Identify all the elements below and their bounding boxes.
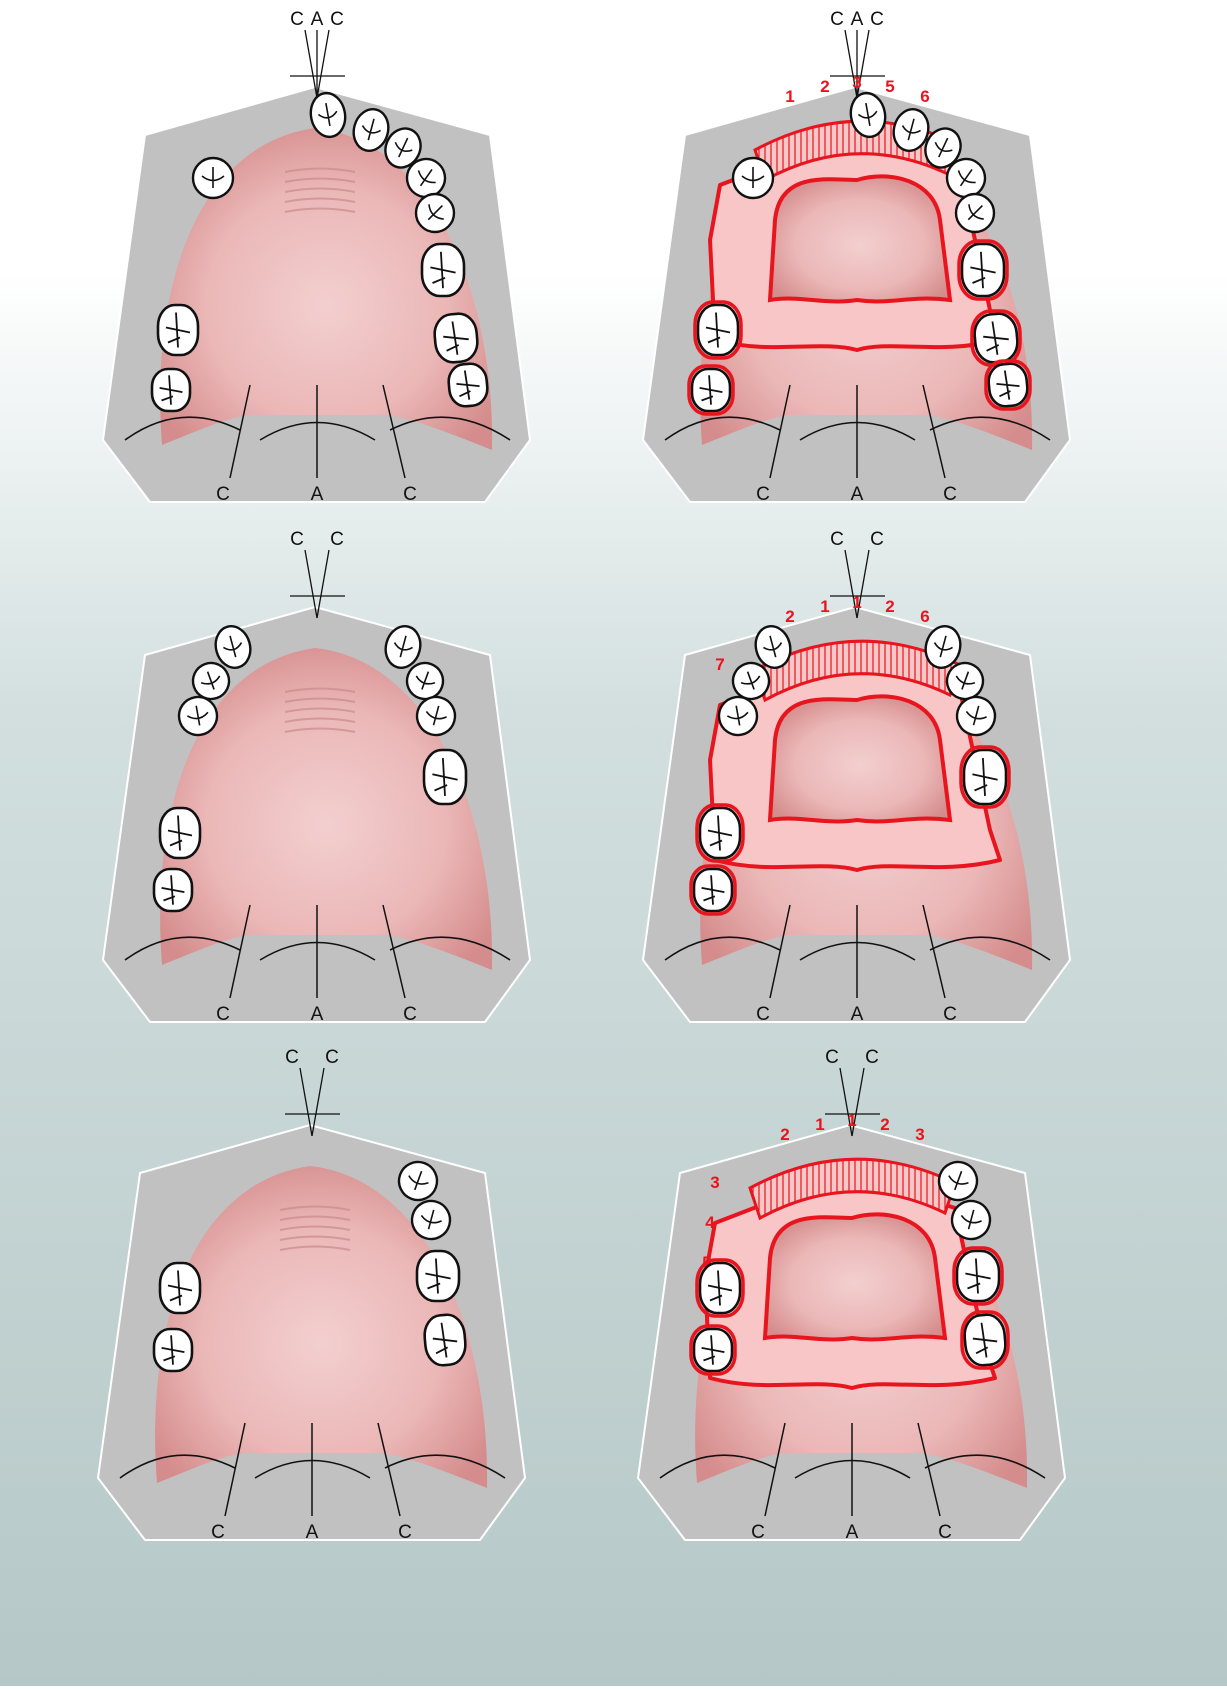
molar [423,1313,467,1366]
molar [700,1263,740,1313]
label-a: A [851,484,864,505]
molar [963,1313,1007,1366]
label-c: C [870,9,884,30]
label-a: A [311,1004,324,1025]
pontic-number: 2 [885,597,894,616]
label-c: C [938,1522,952,1543]
label-c: C [756,484,770,505]
label-c: C [285,1047,299,1068]
molar [987,362,1029,407]
molar [447,362,489,407]
label-c: C [830,529,844,550]
label-a: A [311,484,324,505]
molar [158,305,198,355]
pontic-number: 2 [785,607,794,626]
molar [422,244,464,296]
tooth [193,158,233,198]
label-c: C [325,1047,339,1068]
label-c: C [825,1047,839,1068]
label-c: C [216,1004,230,1025]
molar [692,369,730,411]
label-c: C [865,1047,879,1068]
pontic-number: 3 [710,1173,719,1192]
molar [424,750,466,804]
molar [957,1251,999,1301]
molar [160,1263,200,1313]
label-a: A [846,1522,859,1543]
label-c: C [830,9,844,30]
molar [160,808,200,858]
palatal-opening [765,1214,945,1339]
pontic-number: 2 [880,1115,889,1134]
label-c: C [756,1004,770,1025]
molar [964,750,1006,804]
molar [694,869,732,911]
label-c: C [211,1522,225,1543]
label-a: A [851,1004,864,1025]
label-c: C [398,1522,412,1543]
palatal-opening [770,176,950,301]
pontic-number: 6 [920,607,929,626]
tooth [733,158,773,198]
pontic-number: 2 [780,1125,789,1144]
pontic-number: 1 [785,87,794,106]
molar [962,244,1004,296]
pontic-number: 1 [820,597,829,616]
pontic-number: 3 [915,1125,924,1144]
label-c: C [330,9,344,30]
label-a: A [306,1522,319,1543]
label-c: C [751,1522,765,1543]
molar [694,1329,732,1371]
label-c: C [216,484,230,505]
pontic-number: 6 [920,87,929,106]
label-a: A [311,9,324,30]
molar [154,1329,192,1371]
label-a: A [851,9,864,30]
pontic-number: 5 [885,77,894,96]
label-c: C [290,529,304,550]
pontic-number: 1 [847,1111,856,1130]
label-c: C [870,529,884,550]
palatal-opening [770,696,950,821]
label-c: C [290,9,304,30]
label-c: C [943,1004,957,1025]
pontic-number: 1 [852,593,861,612]
label-c: C [403,484,417,505]
molar [700,808,740,858]
molar [154,869,192,911]
molar [417,1251,459,1301]
pontic-number: 2 [820,77,829,96]
molar [433,312,479,363]
molar [698,305,738,355]
pontic-number: 3 [852,73,861,92]
pontic-number: 4 [705,1213,715,1232]
pontic-number: 1 [815,1115,824,1134]
label-c: C [330,529,344,550]
molar [973,312,1019,363]
label-c: C [943,484,957,505]
label-c: C [403,1004,417,1025]
pontic-number: 7 [715,655,724,674]
molar [152,369,190,411]
